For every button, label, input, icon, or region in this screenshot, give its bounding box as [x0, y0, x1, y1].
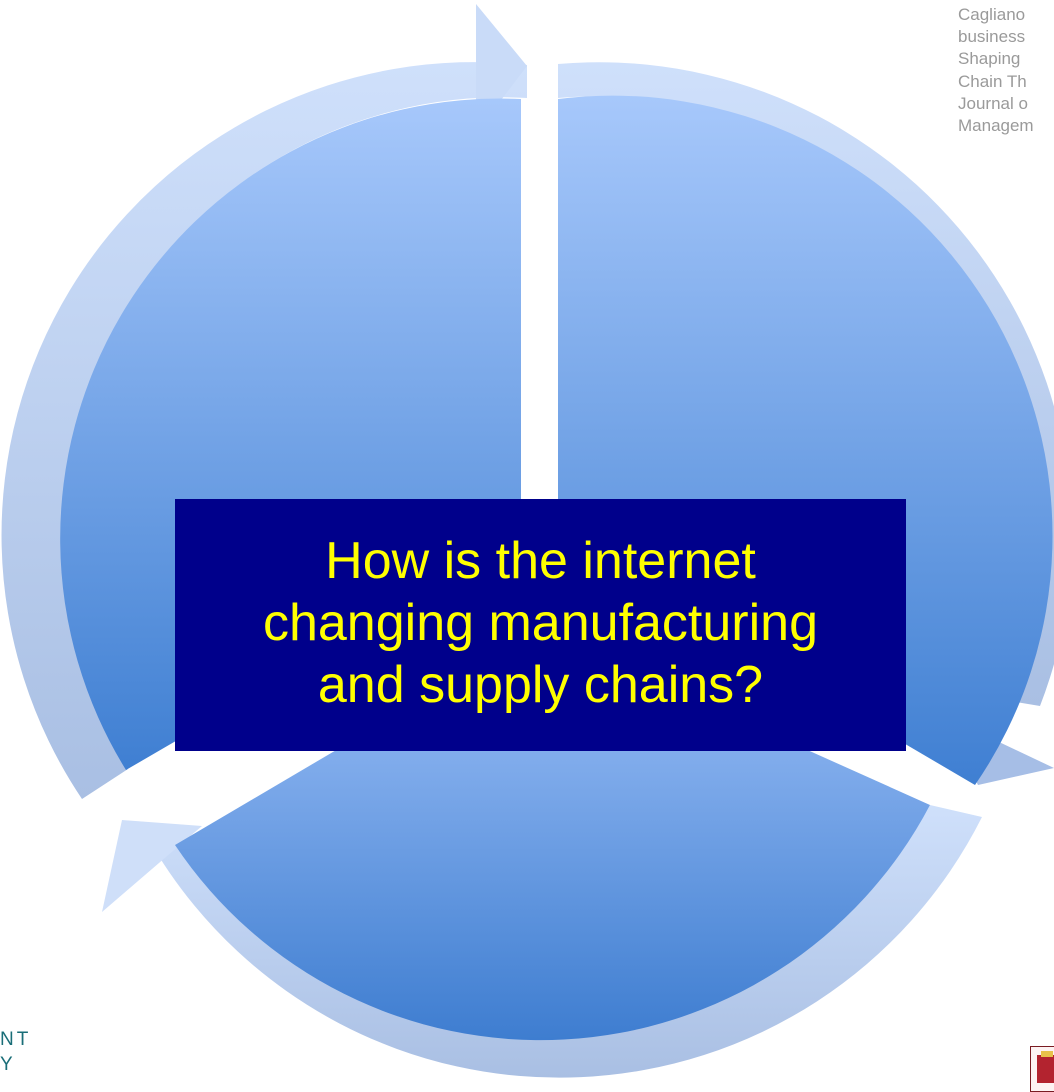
- arrow-head-bottom-left: [102, 820, 202, 912]
- logo-line: NT: [0, 1029, 32, 1050]
- question-line: How is the internet: [325, 532, 756, 590]
- arrow-bottom-segment: [158, 805, 982, 1078]
- question-text: How is the internet changing manufacturi…: [263, 530, 818, 716]
- citation-line: Managem: [958, 116, 1034, 136]
- university-crest-icon: [1030, 1046, 1054, 1092]
- question-box: How is the internet changing manufacturi…: [175, 499, 906, 751]
- citation-line: Chain Th: [958, 71, 1027, 91]
- logo-line: Y: [0, 1054, 16, 1075]
- arrow-right-segment: [558, 62, 1054, 706]
- citation-line: Shaping: [958, 49, 1021, 69]
- question-line: and supply chains?: [317, 656, 764, 714]
- citation-line: business: [958, 27, 1026, 47]
- disc-segment-right: [558, 95, 1053, 785]
- citation-text: Cagliano business Shaping Chain Th Journ…: [958, 4, 1054, 137]
- university-logo-text: NT Y: [0, 1027, 31, 1077]
- citation-line: Journal o: [958, 93, 1028, 113]
- citation-line: Cagliano: [958, 5, 1026, 24]
- question-line: changing manufacturing: [262, 594, 819, 652]
- arrow-left-segment: [1, 62, 527, 800]
